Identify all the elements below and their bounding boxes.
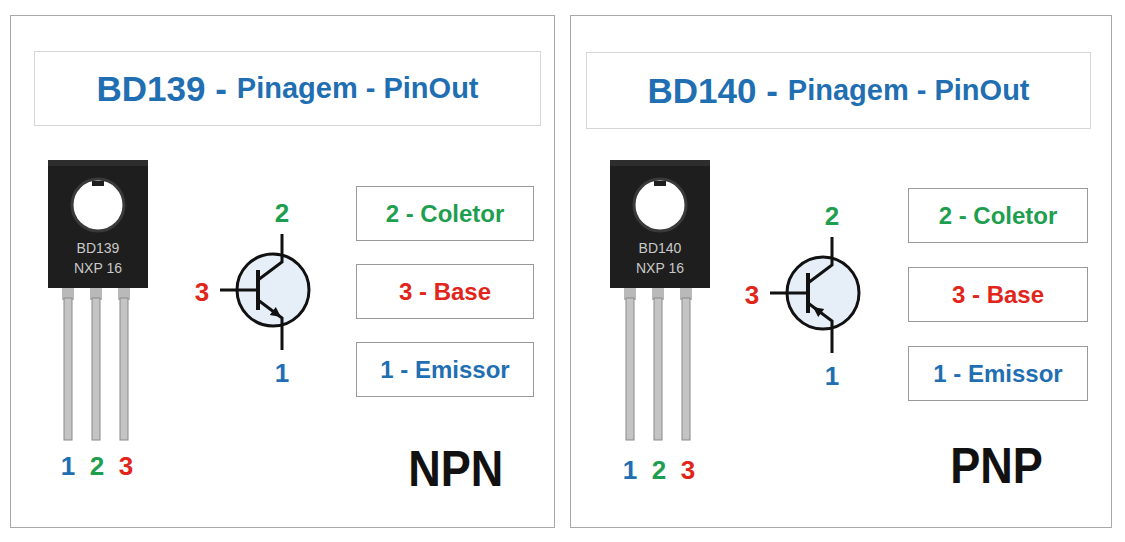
title-box: BD140 - Pinagem - PinOut (586, 52, 1091, 129)
part-marking: BD140 (639, 241, 682, 255)
pin-label: 3 - Base (399, 278, 491, 306)
pin-label-box: 2 - Coletor (908, 188, 1088, 243)
pin-number: 3 (119, 453, 133, 479)
pin-label-box: 3 - Base (908, 267, 1088, 322)
pin-label: 2 - Coletor (939, 202, 1058, 230)
symbol-pin-number: 1 (275, 360, 289, 386)
transistor-photo (48, 160, 148, 440)
pin-label: 1 - Emissor (380, 356, 509, 384)
pin-number: 2 (90, 453, 104, 479)
title-text: Pinagem - PinOut (237, 72, 479, 105)
pin-number: 3 (681, 457, 695, 483)
title-text: Pinagem - PinOut (788, 74, 1030, 107)
symbol-pin-number: 2 (275, 200, 289, 226)
pin-label-box: 3 - Base (356, 264, 534, 319)
npn-symbol (220, 234, 309, 350)
pin-number: 2 (652, 457, 666, 483)
title-box: BD139 - Pinagem - PinOut (34, 51, 541, 126)
pin-label: 3 - Base (952, 281, 1044, 309)
transistor-photo (610, 160, 710, 440)
symbol-pin-number: 1 (825, 363, 839, 389)
symbol-pin-number: 3 (745, 282, 759, 308)
symbol-pin-number: 2 (825, 203, 839, 229)
pin-label: 2 - Coletor (386, 200, 505, 228)
pnp-symbol (770, 237, 859, 353)
pin-number: 1 (623, 457, 637, 483)
part-number: BD139 - (96, 69, 226, 109)
type-label: PNP (950, 441, 1043, 491)
type-label: NPN (409, 444, 504, 494)
part-number: BD140 - (647, 71, 777, 111)
pin-label-box: 1 - Emissor (908, 346, 1088, 401)
part-marking: BD139 (77, 241, 120, 255)
part-marking: NXP 16 (636, 261, 684, 275)
part-marking: NXP 16 (74, 261, 122, 275)
pin-label-box: 2 - Coletor (356, 186, 534, 241)
pin-label-box: 1 - Emissor (356, 342, 534, 397)
symbol-pin-number: 3 (195, 279, 209, 305)
pin-label: 1 - Emissor (933, 360, 1062, 388)
pin-number: 1 (61, 453, 75, 479)
